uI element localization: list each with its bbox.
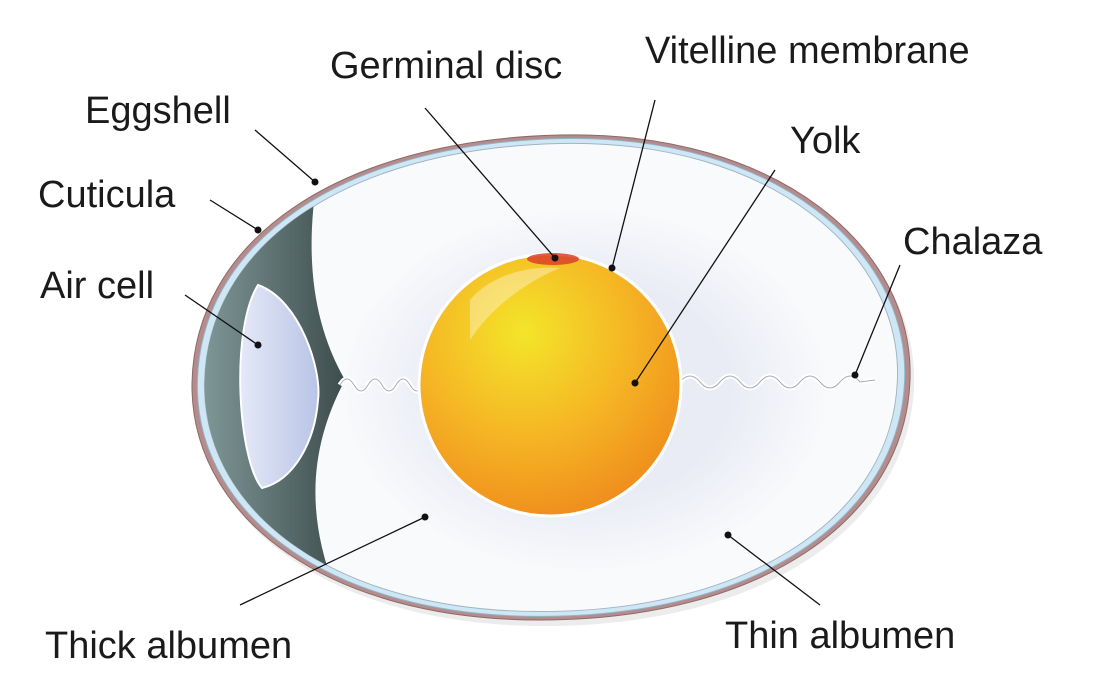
label-thin-albumen: Thin albumen <box>725 615 955 657</box>
label-thick-albumen: Thick albumen <box>45 625 292 667</box>
air-cell <box>239 283 320 490</box>
label-chalaza: Chalaza <box>903 221 1043 263</box>
label-germinal-disc: Germinal disc <box>330 45 562 87</box>
label-air-cell: Air cell <box>40 265 154 307</box>
label-cuticula: Cuticula <box>38 174 176 216</box>
label-vitelline-membrane: Vitelline membrane <box>645 30 970 72</box>
label-yolk: Yolk <box>790 120 861 162</box>
leader-lines <box>184 99 901 606</box>
label-eggshell: Eggshell <box>85 90 231 132</box>
yolk <box>417 252 683 518</box>
